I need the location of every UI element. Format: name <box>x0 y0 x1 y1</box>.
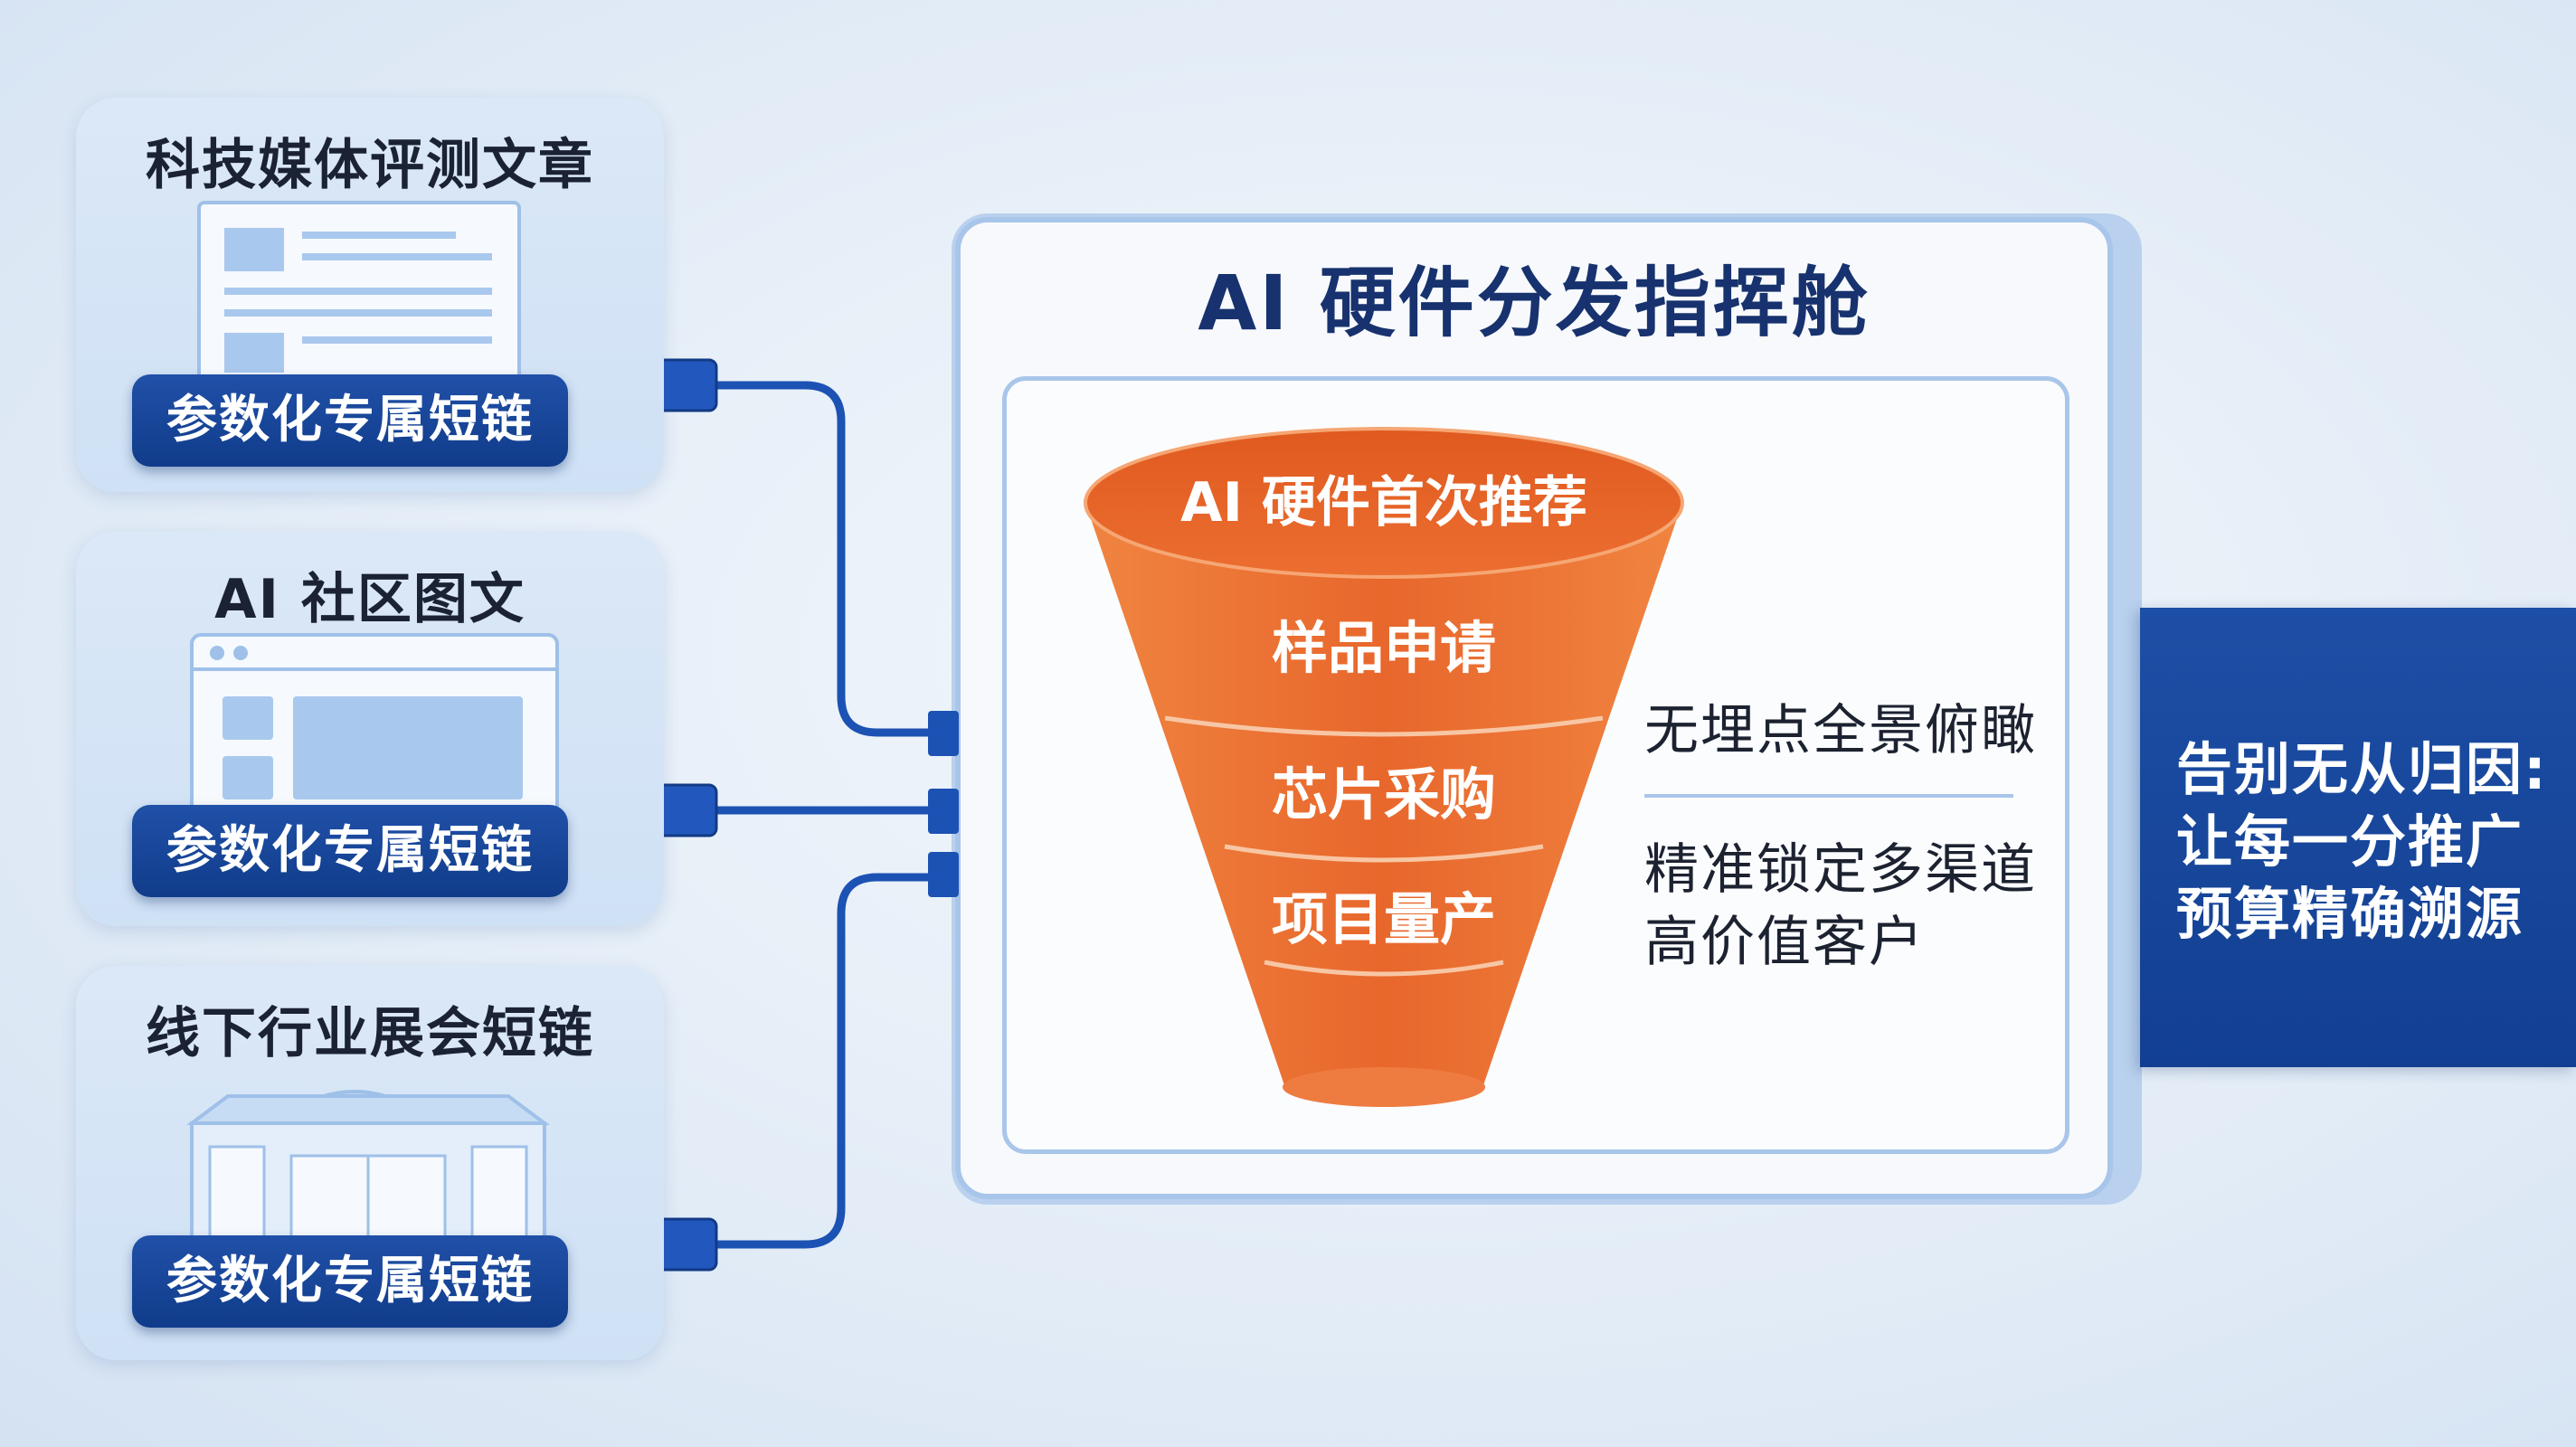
funnel-stage-2: 样品申请 <box>1272 615 1496 681</box>
source-title: AI 社区图文 <box>214 568 526 631</box>
dashboard-ports <box>928 711 959 897</box>
shortlink-button[interactable]: 参数化专属短链 <box>132 1235 568 1328</box>
source-title: 线下行业展会短链 <box>146 1002 594 1065</box>
browser-window-icon <box>190 633 559 821</box>
funnel-separator <box>1264 960 1504 977</box>
funnel-separator <box>1224 844 1544 863</box>
insight-target-line2: 高价值客户 <box>1644 911 1925 974</box>
funnel-stage-4: 项目量产 <box>1272 886 1496 952</box>
shortlink-button[interactable]: 参数化专属短链 <box>132 805 568 897</box>
conclusion-line-3: 预算精确溯源 <box>2176 881 2524 947</box>
conclusion-line-1: 告别无从归因: <box>2176 736 2548 802</box>
conversion-funnel: AI 硬件首次推荐 样品申请 芯片采购 项目量产 <box>1084 427 1684 1107</box>
funnel-top <box>1084 427 1684 579</box>
funnel-body <box>1085 503 1682 1099</box>
insight-target-line1: 精准锁定多渠道 <box>1644 838 2037 902</box>
source-card-ai-community: AI 社区图文 参数化专属短链 <box>76 532 664 926</box>
cable-3 <box>715 873 932 1249</box>
article-document-icon <box>197 201 521 382</box>
port-icon <box>928 711 959 756</box>
exhibition-hall-icon <box>186 1090 550 1250</box>
source-card-offline-expo: 线下行业展会短链 参数化专属短链 <box>76 966 664 1360</box>
cable-1 <box>715 381 932 737</box>
dashboard-title: AI 硬件分发指挥舱 <box>1198 259 1870 347</box>
source-card-tech-media: 科技媒体评测文章 参数化专属短链 <box>76 98 664 492</box>
insight-divider <box>1644 794 2013 798</box>
source-title: 科技媒体评测文章 <box>146 134 594 197</box>
funnel-stage-1: AI 硬件首次推荐 <box>1180 471 1587 534</box>
funnel-separator <box>1164 715 1604 737</box>
port-icon <box>928 789 959 834</box>
conclusion-panel: 告别无从归因: 让每一分推广 预算精确溯源 <box>2140 608 2576 1067</box>
port-icon <box>928 852 959 897</box>
insight-overview: 无埋点全景俯瞰 <box>1644 699 2037 762</box>
funnel-stage-3: 芯片采购 <box>1272 761 1496 828</box>
conclusion-line-2: 让每一分推广 <box>2176 809 2524 875</box>
shortlink-button[interactable]: 参数化专属短链 <box>132 374 568 467</box>
